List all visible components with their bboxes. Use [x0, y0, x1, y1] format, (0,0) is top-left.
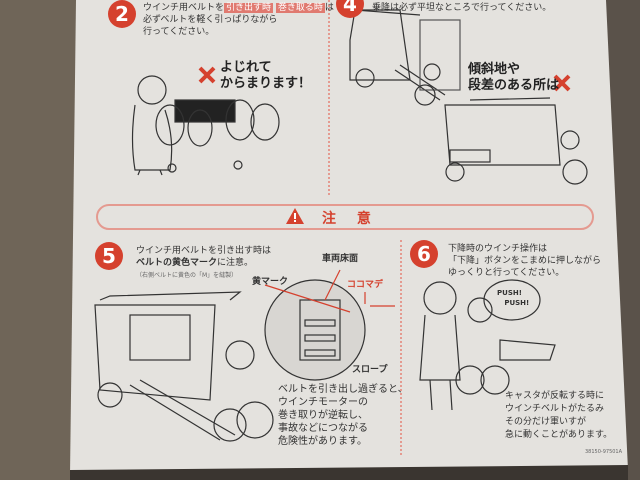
step6-text: 下降時のウインチ操作は 「下降」ボタンをこまめに押しながら ゆっくりと行ってくだ…	[448, 244, 602, 278]
label-yellow-mark: 黄マーク	[252, 277, 289, 287]
caution-label: 注 意	[322, 211, 379, 227]
step2-warning: よじれて からまります！	[220, 60, 312, 91]
step-number-2: 2	[108, 0, 136, 28]
label-floor: 車両床面	[322, 254, 359, 264]
step5-illustration	[94, 279, 366, 442]
step6-illustration	[419, 279, 556, 411]
step4-warning: 傾斜地や 段差のある所は	[468, 62, 560, 93]
label-slope: スロープ	[352, 365, 388, 375]
step-number-6: 6	[410, 240, 438, 268]
step5-warning: ベルトを引き出し過ぎると、 ウインチモーターの 巻き取りが逆転し、 事故などにつ…	[278, 384, 408, 447]
caution-banner	[96, 204, 594, 230]
warning-triangle-icon	[286, 208, 304, 224]
label-here: ココマデ	[347, 280, 384, 290]
push-bubble: PUSH! PUSH!	[497, 289, 530, 307]
step-number-4: 4	[336, 0, 364, 18]
step2-text: ウインチ用ベルトを引き出す時 巻き取る時は 必ずベルトを軽く引っぱりながら 行っ…	[143, 3, 334, 37]
step-number-5: 5	[95, 242, 123, 270]
divider-top	[328, 0, 330, 195]
step2-illustration	[131, 75, 280, 176]
divider-bottom	[400, 240, 402, 455]
part-number: 38150-97501A	[585, 449, 623, 455]
step5-text: ウインチ用ベルトを引き出す時は ベルトの黄色マークに注意。 （右側ベルトに黄色の…	[136, 246, 272, 279]
step6-warning: キャスタが反転する時に ウインチベルトがたるみ その分だけ軍いすが 急に動くこと…	[505, 391, 613, 440]
step4-text: 乗降は必ず平坦なところで行ってください。	[372, 3, 552, 13]
